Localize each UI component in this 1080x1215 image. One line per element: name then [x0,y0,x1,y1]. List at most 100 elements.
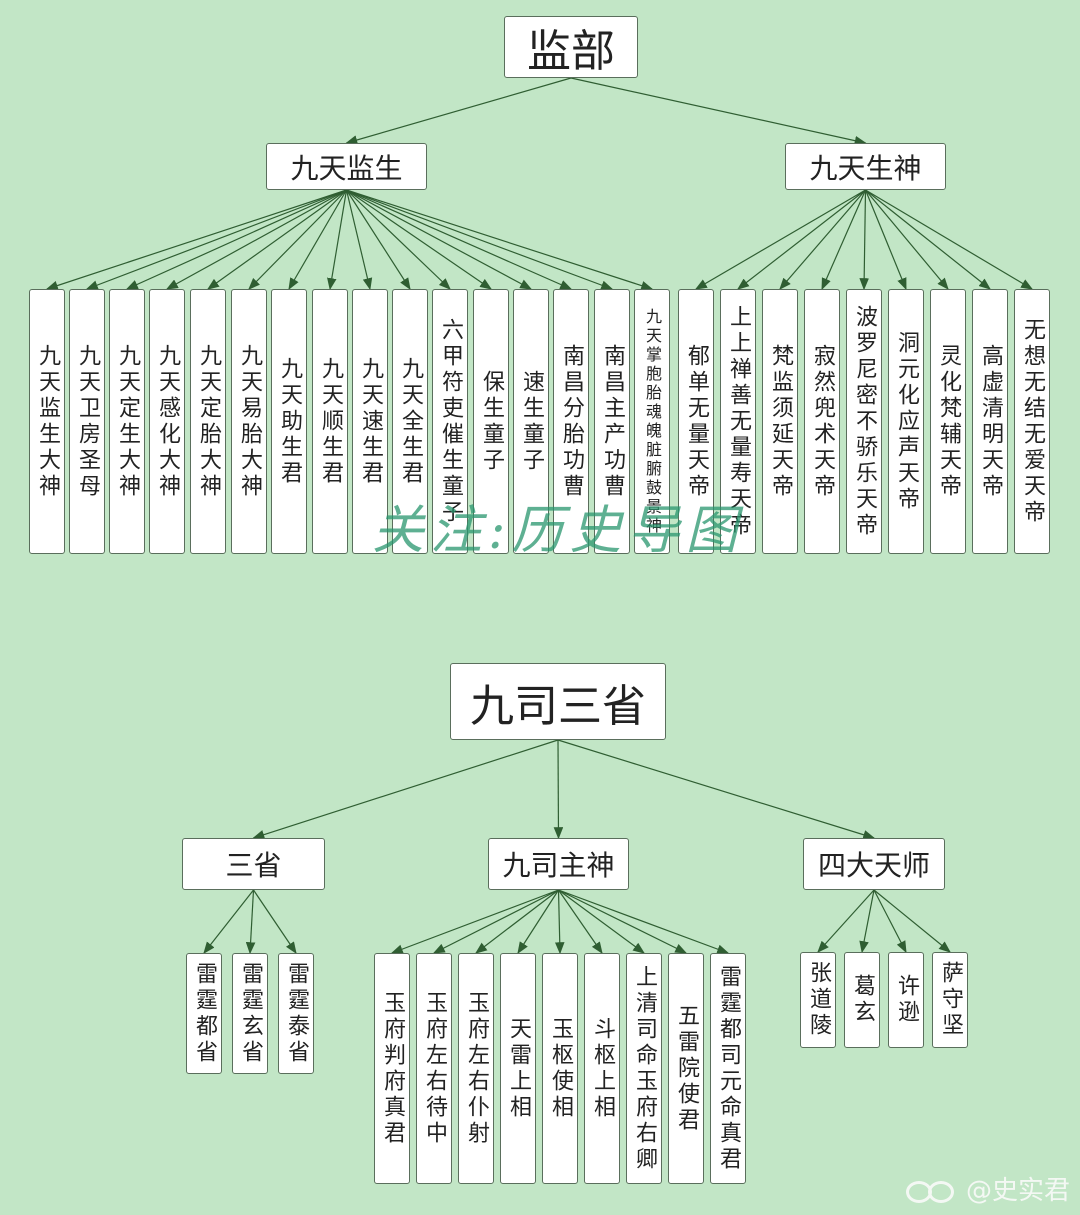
edge [203,889,254,954]
node-label: 洞元化应声天帝 [894,330,919,513]
leaf-node: 斗枢上相 [584,953,620,1184]
leaf-node: 速生童子 [513,289,549,554]
leaf-node: 葛玄 [844,952,880,1048]
edge [345,77,572,145]
edge [288,189,348,291]
edge [570,77,867,146]
leaf-node: 寂然兜术天帝 [804,289,840,554]
leaf-node: 灵化梵辅天帝 [930,289,966,554]
node-label: 高虚清明天帝 [978,343,1003,500]
leaf-node: 雷霆都省 [186,953,222,1074]
node-label: 雷霆玄省 [238,961,263,1066]
branch-node: 九天监生 [266,143,427,190]
leaf-node: 雷霆玄省 [232,953,268,1074]
edge [873,889,951,953]
edge [346,189,573,290]
leaf-node: 九天感化大神 [149,289,185,554]
node-label: 郁单无量天帝 [684,343,709,500]
node-label: 九天生神 [809,151,922,185]
node-label: 九天感化大神 [155,343,180,500]
leaf-node: 上清司命玉府右卿 [626,953,662,1184]
root-node: 监部 [504,16,638,78]
node-label: 九天易胎大神 [237,343,262,500]
leaf-node: 萨守坚 [932,952,968,1048]
edge [165,189,347,290]
leaf-node: 六甲符吏催生童子 [432,289,468,554]
leaf-node: 郁单无量天帝 [678,289,714,554]
node-label: 三省 [225,849,282,882]
node-label: 玉枢使相 [548,1016,573,1121]
node-label: 保生童子 [479,369,504,474]
leaf-node: 九天助生君 [271,289,307,554]
edge [85,189,347,290]
edge [553,739,564,840]
leaf-node: 玉枢使相 [542,953,578,1184]
node-label: 玉府左右仆射 [464,990,489,1147]
edge [248,189,347,290]
node-label: 玉府左右待中 [422,990,447,1147]
edge [45,189,347,291]
node-label: 上清司命玉府右卿 [632,964,657,1173]
node-label: 雷霆泰省 [284,961,309,1066]
edge [253,889,297,954]
node-label: 上上禅善无量寿天帝 [726,304,751,539]
leaf-node: 九天定胎大神 [190,289,226,554]
node-label: 速生童子 [519,369,544,474]
node-label: 监部 [527,26,615,77]
node-label: 九天定胎大神 [196,343,221,500]
node-label: 灵化梵辅天帝 [936,343,961,500]
node-label: 葛玄 [850,974,875,1026]
branch-node: 三省 [182,838,325,890]
leaf-node: 九天顺生君 [312,289,348,554]
credit-text: @史实君 [965,1176,1070,1206]
leaf-node: 无想无结无爱天帝 [1014,289,1050,554]
edge [779,189,866,290]
node-label: 四大天师 [817,849,930,882]
node-label: 九天定生大神 [115,343,140,500]
edge [865,189,991,290]
edge [346,189,614,290]
node-label: 九天掌胞胎魂魄脏腑鼓景神 [643,307,662,536]
root-node: 九司三省 [450,663,666,740]
edge [737,189,866,290]
node-label: 九天全生君 [398,356,423,487]
leaf-node: 梵监须延天帝 [762,289,798,554]
node-label: 萨守坚 [938,961,963,1039]
node-label: 九天监生 [290,151,403,185]
edge [694,189,866,290]
node-label: 张道陵 [806,961,831,1039]
edge [346,189,654,291]
edge [245,889,256,955]
node-label: 九司主神 [502,849,615,882]
leaf-node: 五雷院使君 [668,953,704,1184]
node-label: 无想无结无爱天帝 [1020,317,1045,526]
edge [390,889,559,954]
leaf-node: 九天易胎大神 [231,289,267,554]
leaf-node: 天雷上相 [500,953,536,1184]
node-label: 天雷上相 [506,1016,531,1121]
edge [475,889,559,954]
leaf-node: 九天掌胞胎魂魄脏腑鼓景神 [634,289,670,554]
node-label: 雷霆都司元命真君 [716,964,741,1173]
leaf-node: 许逊 [888,952,924,1048]
branch-node: 四大天师 [803,838,945,890]
edge [558,889,688,954]
node-label: 九天助生君 [277,356,302,487]
edge [345,189,411,291]
node-label: 南昌分胎功曹 [559,343,584,500]
leaf-node: 九天监生大神 [29,289,65,554]
edge [865,189,1034,290]
edge [345,189,373,291]
edge [859,889,875,954]
node-label: 玉府判府真君 [380,990,405,1147]
leaf-node: 保生童子 [473,289,509,554]
leaf-node: 九天卫房圣母 [69,289,105,554]
edge [346,189,451,290]
leaf-node: 玉府判府真君 [374,953,410,1184]
leaf-node: 波罗尼密不骄乐天帝 [846,289,882,554]
node-label: 南昌主产功曹 [600,343,625,500]
leaf-node: 雷霆都司元命真君 [710,953,746,1184]
edge [327,189,348,291]
edge [821,189,867,291]
